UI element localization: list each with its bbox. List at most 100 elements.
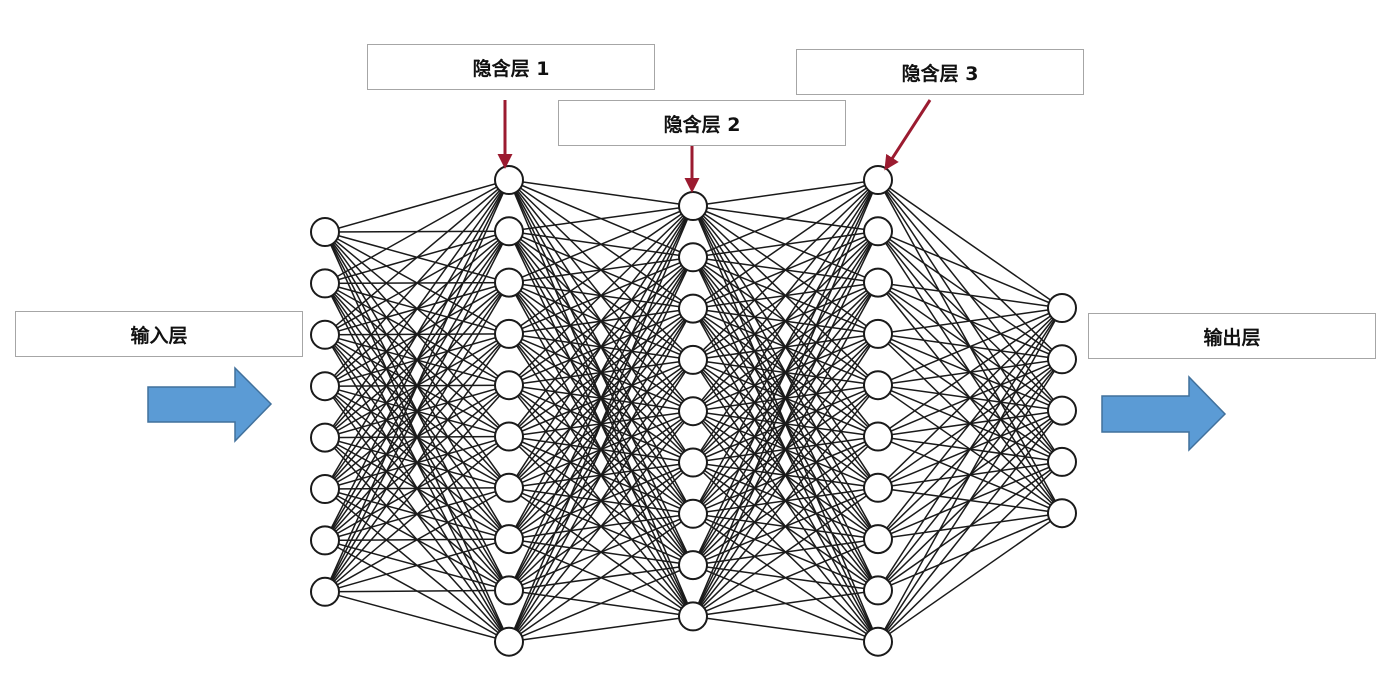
neuron-hidden1-8 — [494, 575, 524, 606]
edge-hidden1-9-hidden2-1 — [508, 256, 694, 643]
edge-hidden1-7-hidden2-0 — [508, 205, 694, 540]
edge-hidden3-0-output-0 — [877, 179, 1063, 309]
neurons — [310, 165, 1077, 657]
edge-hidden2-4-hidden3-0 — [692, 179, 879, 412]
edge-hidden2-6-hidden3-0 — [692, 179, 879, 515]
neuron-hidden2-5 — [678, 447, 708, 478]
neuron-hidden2-1 — [678, 242, 708, 273]
edge-input-6-hidden1-0 — [324, 179, 510, 541]
output-layer-label: 输出层 — [1088, 313, 1376, 359]
neuron-hidden1-7 — [494, 524, 524, 555]
edge-hidden1-9-hidden2-8 — [508, 615, 694, 643]
neuron-output-1 — [1047, 344, 1077, 375]
edge-hidden1-5-hidden2-0 — [508, 205, 694, 437]
edge-hidden2-8-hidden3-0 — [692, 179, 879, 617]
edge-input-7-hidden1-1 — [324, 230, 510, 593]
neuron-hidden3-8 — [863, 575, 893, 606]
neuron-hidden2-3 — [678, 344, 708, 375]
neuron-input-3 — [310, 371, 340, 402]
hidden-layer-1-label: 隐含层 1 — [367, 44, 655, 90]
edge-input-7-hidden1-8 — [324, 589, 510, 593]
edge-hidden3-4-output-0 — [877, 307, 1063, 386]
edge-hidden1-0-hidden2-0 — [508, 179, 694, 207]
edge-input-3-hidden1-0 — [324, 179, 510, 387]
neuron-hidden1-2 — [494, 267, 524, 298]
hidden-layer-3-label: 隐含层 3 — [796, 49, 1084, 95]
edge-hidden2-8-hidden3-4 — [692, 384, 879, 617]
edge-hidden3-5-output-0 — [877, 307, 1063, 438]
neuron-input-1 — [310, 268, 340, 299]
neuron-hidden3-9 — [863, 626, 893, 657]
edge-hidden2-8-hidden3-8 — [692, 589, 879, 618]
neuron-hidden3-4 — [863, 370, 893, 401]
neuron-input-6 — [310, 525, 340, 556]
edge-input-5-hidden1-0 — [324, 179, 510, 490]
edge-input-2-hidden1-0 — [324, 179, 510, 336]
edge-hidden1-9-hidden2-2 — [508, 308, 694, 643]
neuron-hidden3-2 — [863, 267, 893, 298]
edge-hidden2-2-hidden3-0 — [692, 179, 879, 310]
neuron-hidden2-6 — [678, 498, 708, 529]
hidden-layer-2-label: 隐含层 2 — [558, 100, 846, 146]
neuron-output-0 — [1047, 293, 1077, 323]
neuron-hidden2-4 — [678, 396, 708, 427]
edge-hidden3-7-output-0 — [877, 307, 1063, 540]
edge-input-4-hidden1-0 — [324, 179, 510, 439]
neuron-input-5 — [310, 474, 340, 504]
edge-hidden1-9-hidden2-7 — [508, 564, 694, 643]
edge-input-7-hidden1-9 — [324, 591, 510, 643]
edge-input-0-hidden1-0 — [324, 179, 510, 233]
edge-hidden1-2-hidden2-0 — [508, 205, 694, 284]
neuron-input-7 — [310, 576, 340, 607]
edge-hidden1-9-hidden2-4 — [508, 410, 694, 643]
edge-hidden3-9-output-1 — [877, 358, 1063, 643]
edge-hidden2-0-hidden3-0 — [692, 179, 879, 207]
neuron-output-4 — [1047, 498, 1077, 529]
neuron-hidden3-5 — [863, 421, 893, 452]
neuron-hidden3-3 — [863, 318, 893, 349]
neuron-hidden1-9 — [494, 626, 524, 657]
edge-hidden1-9-hidden2-0 — [508, 205, 694, 642]
neuron-hidden1-6 — [494, 472, 524, 503]
neuron-input-0 — [310, 217, 340, 247]
edge-hidden3-1-output-0 — [877, 230, 1063, 309]
edge-hidden2-8-hidden3-1 — [692, 230, 879, 617]
edge-hidden2-1-hidden3-0 — [692, 179, 879, 258]
edge-hidden3-9-output-4 — [877, 512, 1063, 643]
neuron-output-3 — [1047, 446, 1077, 477]
neuron-hidden2-8 — [678, 601, 708, 632]
edge-hidden1-9-hidden2-5 — [508, 461, 694, 643]
neuron-hidden2-7 — [678, 550, 708, 581]
edge-input-1-hidden1-0 — [324, 179, 510, 285]
output-flow-arrow — [1101, 375, 1227, 452]
neuron-hidden1-1 — [494, 216, 524, 247]
neuron-hidden3-0 — [863, 165, 893, 195]
edge-hidden1-3-hidden2-0 — [508, 205, 694, 335]
edge-hidden2-8-hidden3-5 — [692, 435, 879, 617]
edge-hidden3-3-output-0 — [877, 307, 1063, 335]
edge-hidden1-8-hidden2-0 — [508, 205, 694, 591]
neuron-hidden3-6 — [863, 472, 893, 503]
edge-hidden2-5-hidden3-0 — [692, 179, 879, 463]
edge-input-7-hidden1-0 — [324, 179, 510, 593]
edge-input-7-hidden1-4 — [324, 384, 510, 593]
neuron-hidden1-0 — [494, 165, 524, 195]
edge-hidden3-9-output-2 — [877, 410, 1063, 643]
edge-hidden2-7-hidden3-0 — [692, 179, 879, 566]
edge-hidden1-9-hidden2-6 — [508, 513, 694, 643]
edge-input-7-hidden1-3 — [324, 333, 510, 593]
edge-hidden3-2-output-0 — [877, 281, 1063, 309]
edge-input-7-hidden1-5 — [324, 435, 510, 593]
edge-hidden3-9-output-3 — [877, 461, 1063, 643]
neuron-hidden1-5 — [494, 421, 524, 452]
neuron-hidden1-4 — [494, 370, 524, 401]
neuron-hidden2-0 — [678, 191, 708, 221]
edge-input-7-hidden1-2 — [324, 282, 510, 593]
neuron-input-4 — [310, 422, 340, 453]
edge-hidden2-3-hidden3-0 — [692, 179, 879, 361]
neuron-output-2 — [1047, 395, 1077, 426]
connections — [324, 179, 1063, 643]
edge-hidden1-4-hidden2-0 — [508, 205, 694, 386]
edge-hidden3-9-output-0 — [877, 307, 1063, 643]
